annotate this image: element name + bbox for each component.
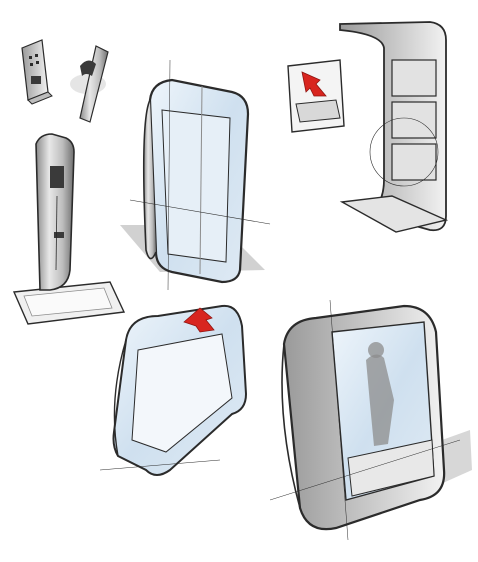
handset-icon xyxy=(21,39,53,105)
shelf-icon xyxy=(339,21,449,233)
enclosure-icon xyxy=(99,304,248,476)
curved-enclosure-with-arrow xyxy=(99,304,248,476)
shower-head-icon xyxy=(70,45,109,123)
handshower-unit xyxy=(70,45,109,123)
freestanding-glass-cabin xyxy=(120,59,271,291)
occupied-shower-cabin xyxy=(269,299,472,541)
cabin-icon xyxy=(129,59,271,291)
wall-shelf-detail xyxy=(287,59,345,133)
tower-shower-with-tray xyxy=(12,133,126,325)
curved-shelf-column xyxy=(339,21,449,233)
cabin-icon xyxy=(269,299,461,541)
arrow-icon xyxy=(301,71,327,97)
handset-unit xyxy=(21,39,53,105)
tower-icon xyxy=(12,133,126,325)
